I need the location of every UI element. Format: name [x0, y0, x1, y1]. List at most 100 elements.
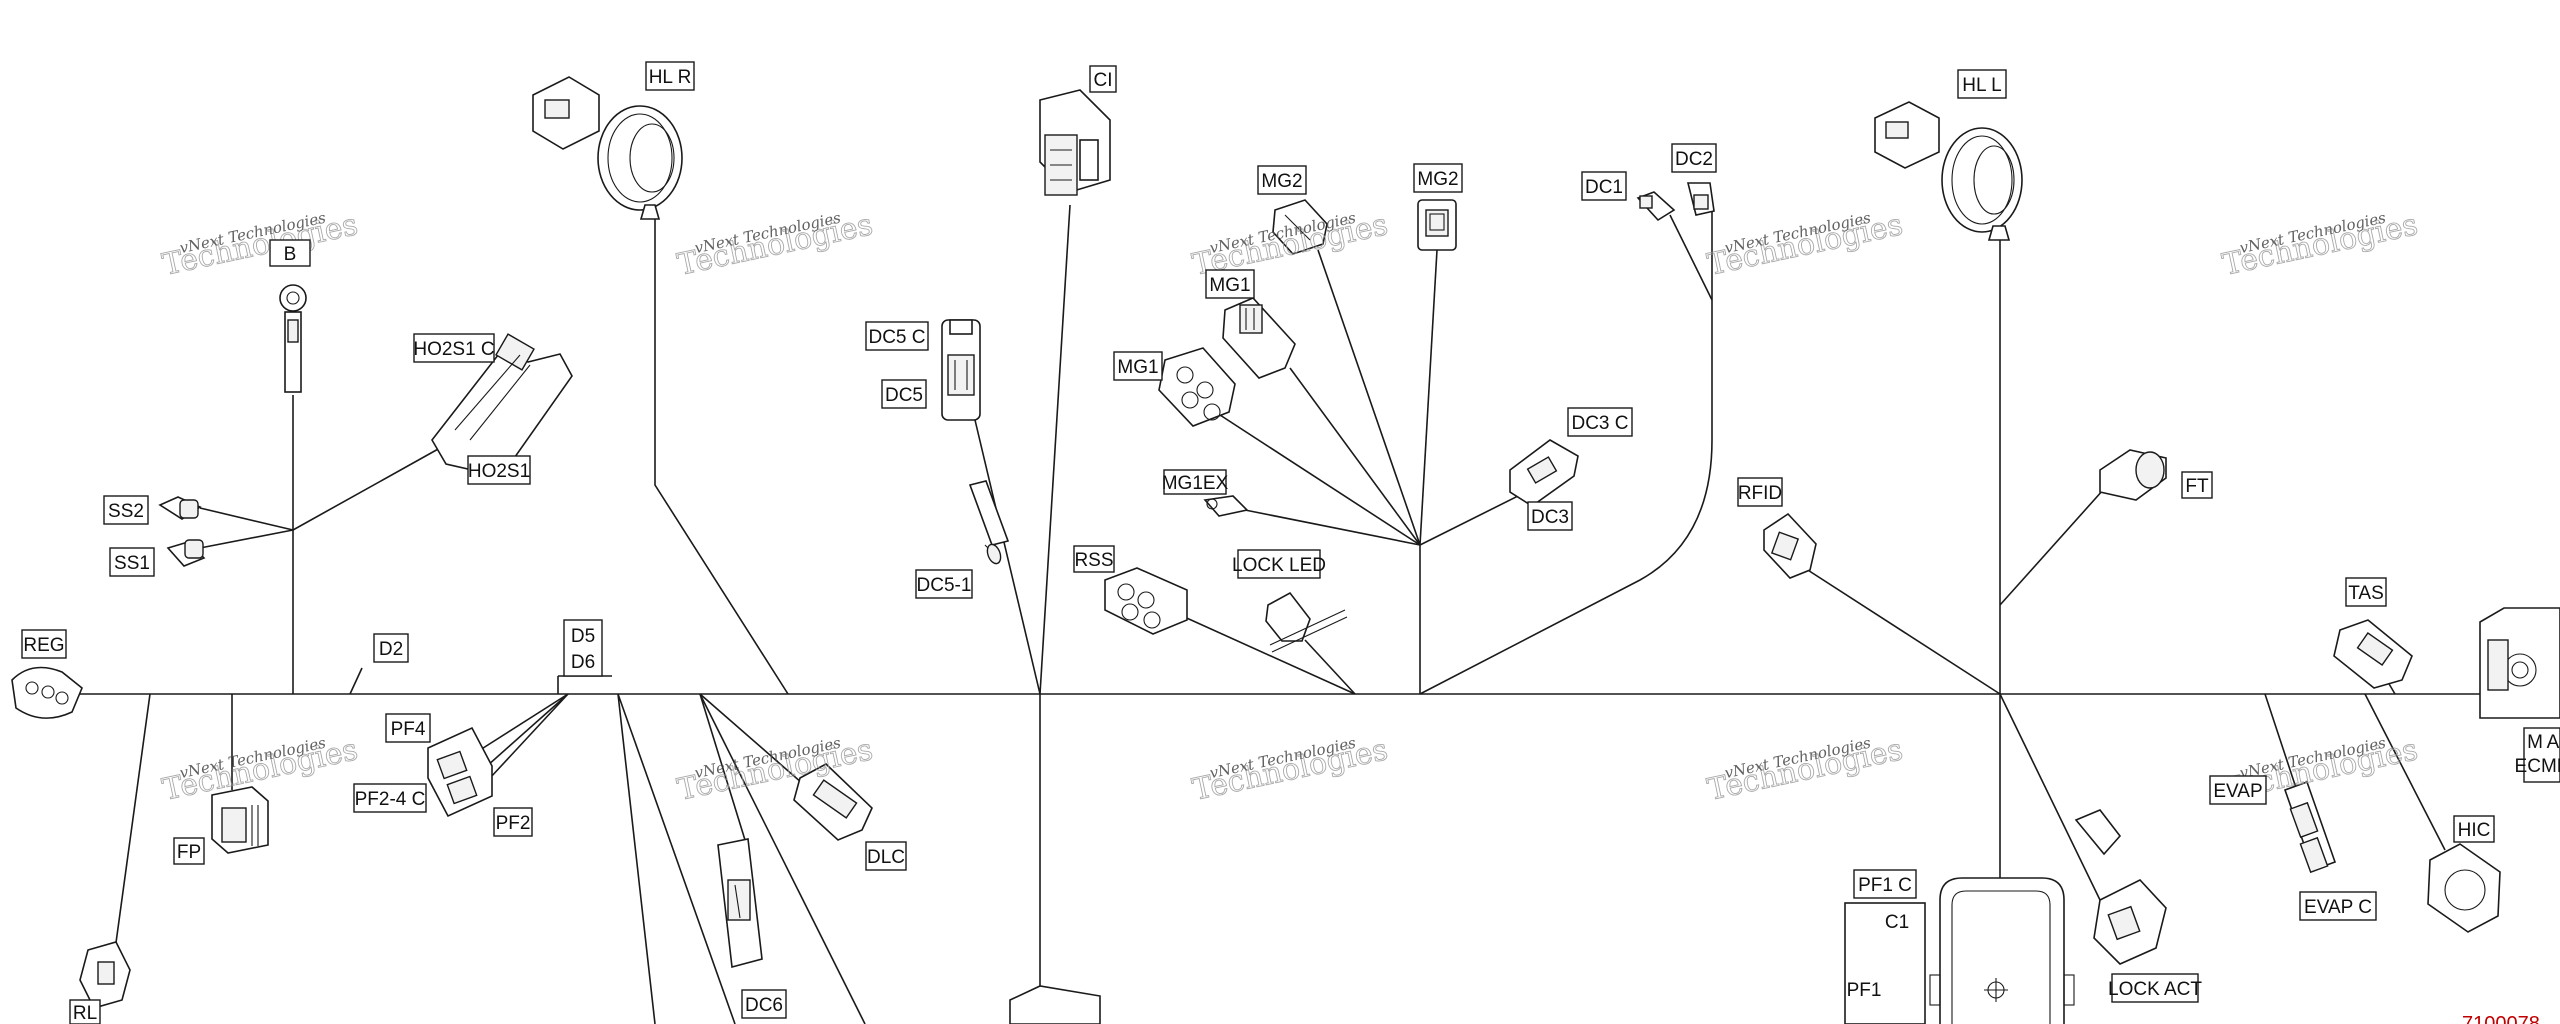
label-mg1-a-text: MG1: [1209, 275, 1250, 296]
wire-mg2b: [1419, 249, 1438, 546]
label-pf2-text: PF2: [496, 813, 531, 834]
label-mg2-b-text: MG2: [1417, 169, 1458, 190]
harness-wires: [40, 204, 2480, 1024]
label-pf2-4-c-text: PF2-4 C: [355, 789, 426, 810]
label-d5-text: D5: [571, 626, 595, 647]
label-ss2-text: SS2: [108, 501, 144, 522]
label-dc5-1: DC5-1: [915, 569, 973, 599]
label-dc1-text: DC1: [1585, 177, 1623, 198]
connector-labels: HL R CI HL L MG2 MG2 DC1 DC2 MG1: [21, 61, 2560, 1024]
label-dc6-text: DC6: [745, 995, 783, 1016]
label-dc5-text: DC5: [885, 385, 923, 406]
label-hl-r-text: HL R: [649, 67, 692, 88]
label-ho2s1-c-text: HO2S1 C: [413, 339, 494, 360]
label-dc3-text: DC3: [1531, 507, 1569, 528]
label-ci: CI: [1089, 65, 1117, 93]
label-pf4: PF4: [385, 713, 431, 743]
wire-hl-r: [654, 215, 789, 695]
label-dc3-c-text: DC3 C: [1571, 413, 1628, 434]
label-lock-act: LOCK ACT: [2108, 973, 2202, 1003]
label-mg1ex: MG1EX: [1162, 469, 1229, 495]
mg1-b-connector-icon: [1158, 347, 1236, 427]
ss1-connector-icon: [166, 539, 206, 567]
reg-connector-icon: [11, 666, 83, 719]
tas-connector-icon: [2333, 619, 2413, 689]
wire-ci: [1039, 204, 1071, 695]
wire-lower-3: [699, 693, 866, 1024]
rl-connector-icon: [79, 941, 131, 1009]
label-d6-text: D6: [571, 652, 595, 673]
wire-pf4: [479, 693, 569, 751]
label-ho2s1: HO2S1: [467, 455, 531, 485]
label-ss2: SS2: [103, 495, 149, 525]
label-dc5-1-text: DC5-1: [917, 575, 972, 596]
hic-connector-icon: [2427, 843, 2501, 933]
label-hl-r: HL R: [645, 61, 695, 91]
label-ecmb-text: ECMB: [2515, 756, 2560, 777]
label-d2: D2: [373, 633, 409, 663]
label-pf1-c-text: PF1 C: [1858, 875, 1912, 896]
bottom-center-connector-icon: [1009, 985, 1101, 1024]
label-dc6: DC6: [741, 989, 787, 1019]
wire-pf2: [489, 693, 569, 779]
label-mg2-b: MG2: [1413, 163, 1463, 193]
wire-dc6: [699, 693, 746, 841]
wire-lock-led: [1304, 639, 1356, 695]
wire-mg1a: [1289, 367, 1421, 546]
lock-led-connector-icon: [1265, 591, 1348, 653]
label-reg-text: REG: [23, 635, 64, 656]
wire-ho2s1: [292, 447, 441, 531]
label-dlc-text: DLC: [867, 847, 905, 868]
ss2-connector-icon: [158, 496, 202, 520]
mg1ex-connector-icon: [1203, 495, 1249, 517]
wire-ss1: [199, 529, 294, 549]
wire-hic: [2364, 693, 2446, 851]
label-rfid-text: RFID: [1738, 483, 1782, 504]
dc5-1-fuse-icon: [968, 480, 1010, 565]
label-rl-text: RL: [73, 1003, 97, 1024]
connectors: [11, 76, 2560, 1024]
label-rss-text: RSS: [1074, 550, 1113, 571]
label-tas-text: TAS: [2348, 583, 2384, 604]
label-hl-l-text: HL L: [1962, 75, 2001, 96]
label-d2-text: D2: [379, 639, 403, 660]
wire-dc1: [1669, 214, 1713, 301]
wire-rl: [114, 693, 151, 951]
label-hl-l: HL L: [1957, 69, 2007, 99]
wire-lower-2: [617, 693, 736, 1024]
dlc-connector-icon: [793, 763, 873, 841]
label-evap-text: EVAP: [2213, 781, 2262, 802]
label-pf2-4-c: PF2-4 C: [353, 783, 427, 813]
label-rss: RSS: [1073, 545, 1115, 573]
label-evap-c-text: EVAP C: [2304, 897, 2372, 918]
headlight-right-connector-icon: [532, 76, 683, 220]
label-ss1-text: SS1: [114, 553, 150, 574]
label-b: B: [269, 239, 311, 267]
rfid-connector-icon: [1763, 512, 1817, 579]
ft-connector-icon: [2099, 449, 2167, 501]
label-mg1-b-text: MG1: [1117, 357, 1158, 378]
dc2-connector-icon: [1686, 182, 1715, 216]
label-ss1: SS1: [109, 547, 155, 577]
wire-dc3: [1419, 489, 1531, 546]
lock-act-connector-icon: [2074, 809, 2167, 965]
dc3-connector-icon: [1509, 439, 1579, 507]
wire-rss: [1179, 614, 1356, 695]
dc1-connector-icon: [1636, 191, 1676, 222]
label-hic-text: HIC: [2458, 820, 2491, 841]
label-ho2s1-text: HO2S1: [468, 461, 530, 482]
headlight-left-connector-icon: [1874, 101, 2023, 241]
wire-mg1b: [1219, 414, 1421, 546]
label-lock-led: LOCK LED: [1232, 549, 1326, 579]
wire-d2: [349, 667, 363, 695]
label-dlc: DLC: [865, 841, 907, 871]
label-dc3: DC3: [1527, 501, 1573, 531]
label-hic: HIC: [2453, 815, 2495, 843]
label-fp-text: FP: [177, 842, 201, 863]
label-ho2s1-c: HO2S1 C: [413, 333, 495, 363]
wire-mg1ex: [1244, 509, 1421, 546]
wire-lower-1: [617, 693, 656, 1024]
label-lock-led-text: LOCK LED: [1232, 555, 1326, 576]
label-dc2: DC2: [1671, 143, 1717, 173]
